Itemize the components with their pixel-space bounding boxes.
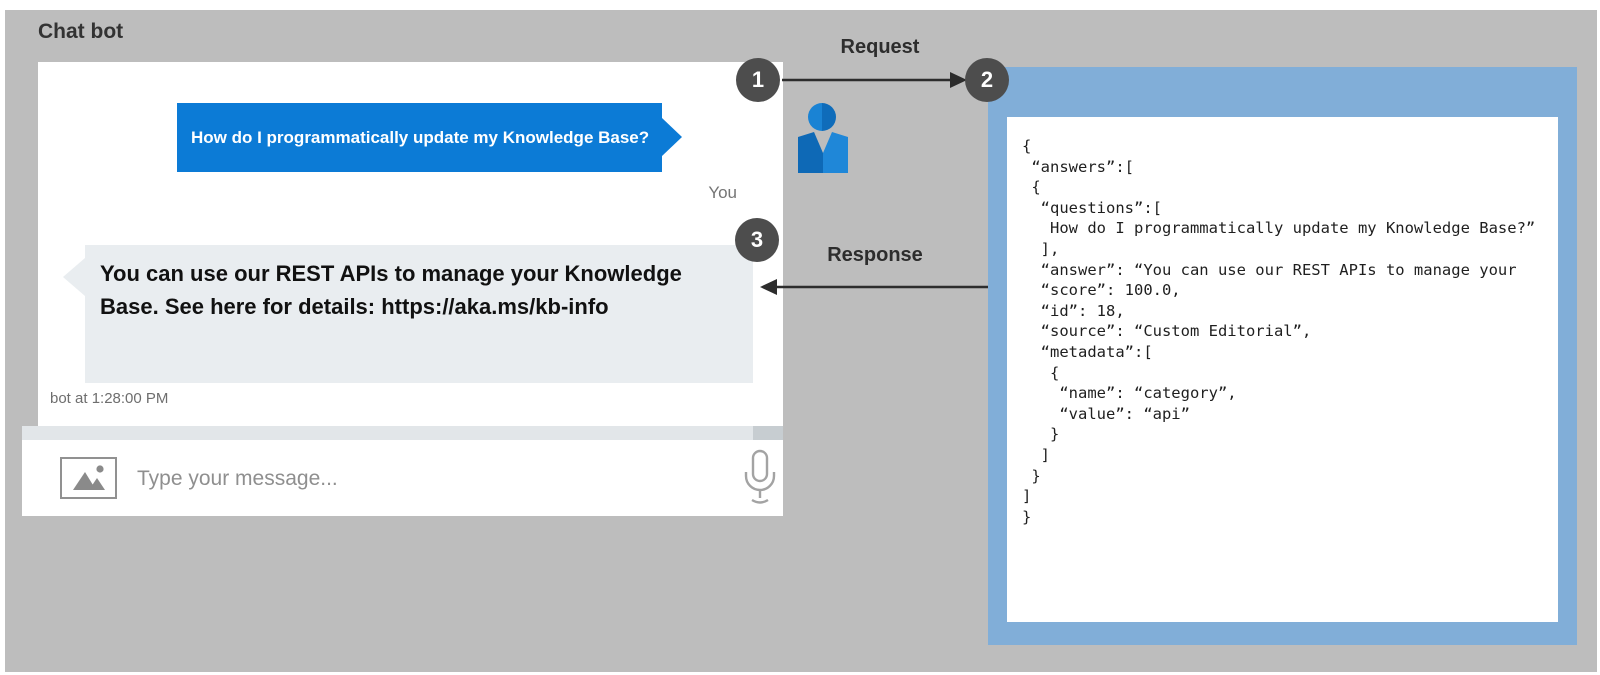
person-icon <box>798 103 848 173</box>
microphone-button[interactable] <box>742 448 778 508</box>
image-icon <box>72 465 105 490</box>
step-3-badge: 3 <box>735 218 779 262</box>
microphone-icon <box>744 449 776 504</box>
bot-timestamp: bot at 1:28:00 PM <box>50 390 169 407</box>
sendbox-divider <box>22 426 783 440</box>
bot-message-bubble: You can use our REST APIs to manage your… <box>85 245 753 383</box>
user-message-bubble: How do I programmatically update my Know… <box>177 103 662 172</box>
chat-window-title: Chat bot <box>38 20 124 43</box>
response-arrow <box>760 279 988 295</box>
scrollbar-thumb[interactable] <box>753 426 783 440</box>
bot-message-line: You can use our REST APIs to manage your… <box>100 261 682 286</box>
bot-message-line: Base. See here for details: https://aka.… <box>100 294 609 319</box>
user-sender-label: You <box>708 183 737 202</box>
user-bubble-tail <box>662 118 682 156</box>
response-label: Response <box>827 244 923 266</box>
json-response-code: { “answers”:[ { “questions”:[ How do I p… <box>1022 137 1536 526</box>
user-message-text: How do I programmatically update my Know… <box>191 127 650 147</box>
bot-message-text: You can use our REST APIs to manage your… <box>100 257 682 323</box>
message-input[interactable] <box>135 452 679 506</box>
bot-bubble-tail <box>63 258 85 296</box>
step-2-badge: 2 <box>965 58 1009 102</box>
attachment-button[interactable] <box>60 457 117 499</box>
request-arrow <box>782 72 967 88</box>
step-1-badge: 1 <box>736 58 780 102</box>
json-response-paper <box>1007 117 1558 622</box>
request-label: Request <box>840 36 920 58</box>
